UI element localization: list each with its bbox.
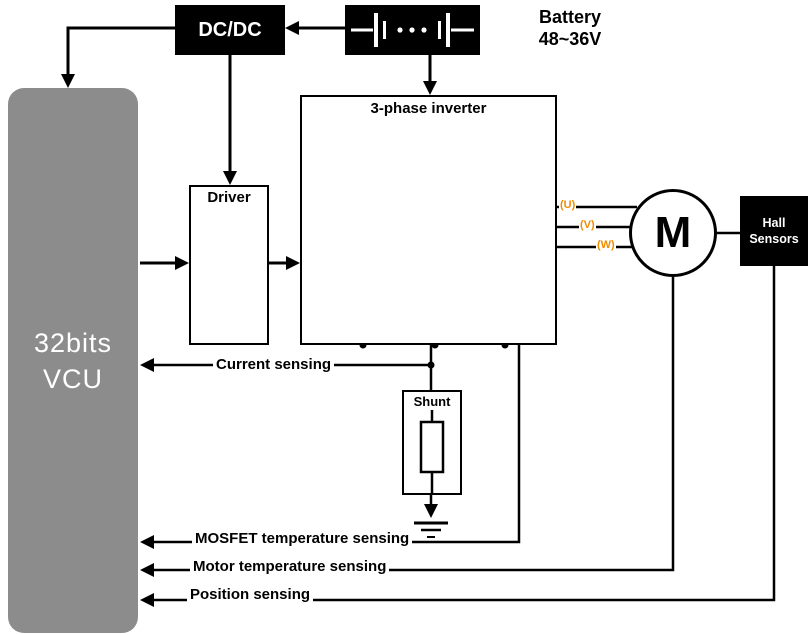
arrow-vcu-to-driver bbox=[140, 256, 189, 270]
phase-v-label: (V) bbox=[579, 219, 596, 231]
inverter-block: 3-phase inverter bbox=[300, 95, 557, 345]
shunt-resistor-icon bbox=[419, 410, 445, 495]
dcdc-label: DC/DC bbox=[198, 18, 262, 41]
motor-temp-sensing-label: Motor temperature sensing bbox=[190, 558, 390, 575]
hall-label-line2: Sensors bbox=[749, 232, 799, 246]
phase-w-label: (W) bbox=[596, 239, 616, 251]
driver-block: Driver bbox=[189, 185, 269, 345]
battery-icon bbox=[351, 13, 474, 47]
mosfet-temp-sensing-label: MOSFET temperature sensing bbox=[192, 530, 413, 547]
battery-symbol-block bbox=[345, 5, 480, 55]
battery-label-line1: Battery bbox=[538, 7, 602, 27]
vcu-label-line1: 32bits bbox=[33, 327, 113, 358]
shunt-block: Shunt bbox=[402, 390, 462, 495]
vcu-label-line2: VCU bbox=[42, 363, 103, 394]
battery-label: Battery 48~36V bbox=[505, 6, 635, 50]
dcdc-converter-block: DC/DC bbox=[175, 5, 285, 55]
driver-label: Driver bbox=[207, 189, 251, 206]
arrow-battery-to-inverter bbox=[423, 55, 437, 95]
ground-icon bbox=[414, 521, 448, 538]
battery-label-line2: 48~36V bbox=[538, 29, 602, 49]
shunt-label: Shunt bbox=[413, 394, 451, 409]
vcu-block: 32bits VCU bbox=[8, 88, 138, 633]
current-sensing-label: Current sensing bbox=[213, 356, 335, 373]
arrow-battery-to-dcdc bbox=[285, 21, 345, 35]
hall-label-line1: Hall bbox=[762, 216, 786, 230]
arrow-dcdc-to-vcu bbox=[61, 26, 175, 88]
motor-circle: M bbox=[629, 189, 717, 277]
arrow-driver-to-inverter bbox=[269, 256, 300, 270]
phase-u-label: (U) bbox=[559, 199, 577, 211]
hall-sensors-block: Hall Sensors bbox=[740, 196, 808, 266]
position-sensing-label: Position sensing bbox=[187, 586, 314, 603]
inverter-title: 3-phase inverter bbox=[370, 100, 487, 117]
mosfet-temp-sensing-line bbox=[140, 345, 521, 549]
arrow-dcdc-to-driver bbox=[223, 55, 237, 185]
position-sensing-line bbox=[140, 266, 776, 607]
motor-label: M bbox=[654, 208, 692, 257]
